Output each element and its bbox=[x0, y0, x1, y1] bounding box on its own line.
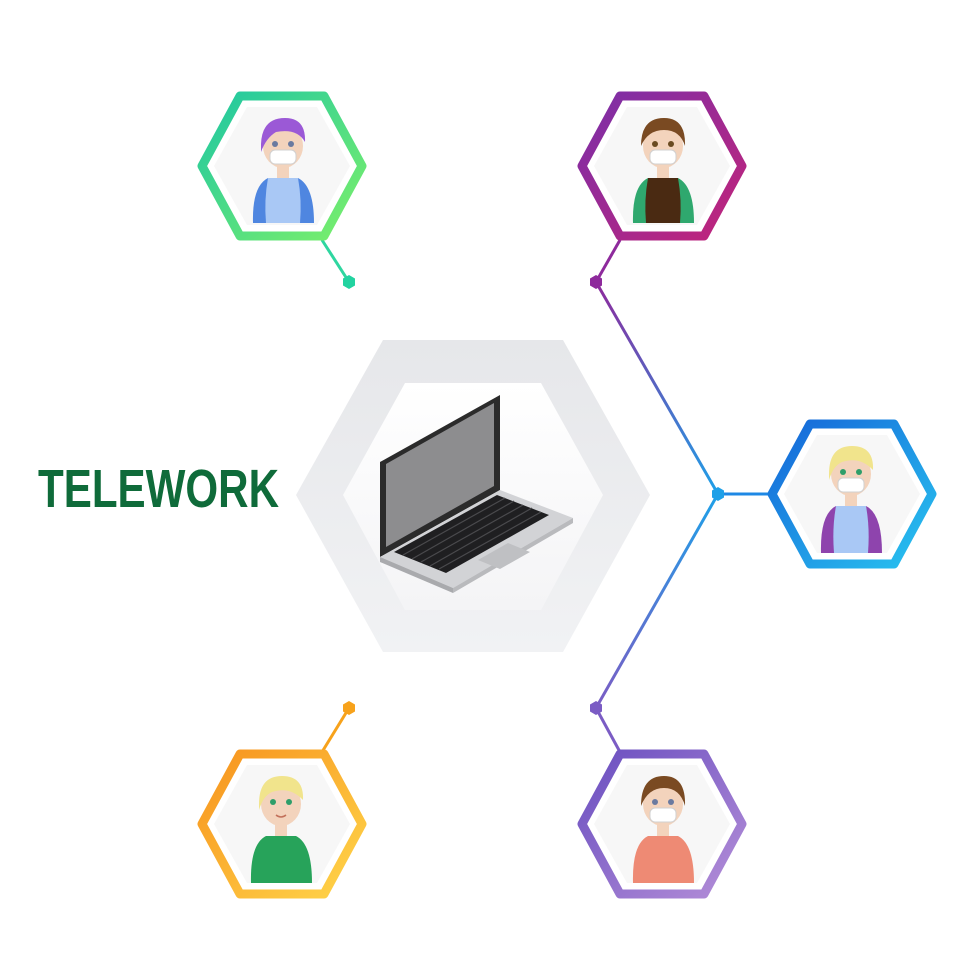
connector-purple bbox=[594, 239, 622, 283]
laptop-icon bbox=[380, 395, 573, 593]
connectors bbox=[320, 239, 770, 753]
person-node-right bbox=[767, 419, 937, 569]
person-node-bottom-right bbox=[577, 749, 747, 899]
connector-diag-lower bbox=[594, 493, 720, 709]
person-blond-hair-icon bbox=[820, 446, 882, 553]
joint-orange bbox=[343, 701, 355, 715]
person-blond-green-shirt-icon bbox=[250, 776, 312, 883]
person-node-top-left bbox=[197, 91, 367, 241]
person-purple-hair-icon bbox=[252, 118, 314, 223]
center-node bbox=[296, 340, 650, 652]
joint-violet bbox=[590, 701, 602, 715]
person-node-top-right bbox=[577, 91, 747, 241]
person-brown-hair-icon bbox=[632, 118, 694, 223]
joint-blue bbox=[712, 487, 724, 501]
connector-violet bbox=[594, 707, 622, 753]
person-node-bottom-left bbox=[197, 749, 367, 899]
connector-green bbox=[320, 239, 351, 283]
connector-orange bbox=[320, 707, 351, 753]
joint-purple bbox=[590, 275, 602, 289]
connector-diag-upper bbox=[594, 281, 720, 495]
diagram-title: TELEWORK bbox=[38, 459, 280, 519]
joint-green bbox=[343, 275, 355, 289]
joints bbox=[343, 275, 724, 715]
person-brown-hair-pink-shirt-icon bbox=[632, 776, 694, 883]
